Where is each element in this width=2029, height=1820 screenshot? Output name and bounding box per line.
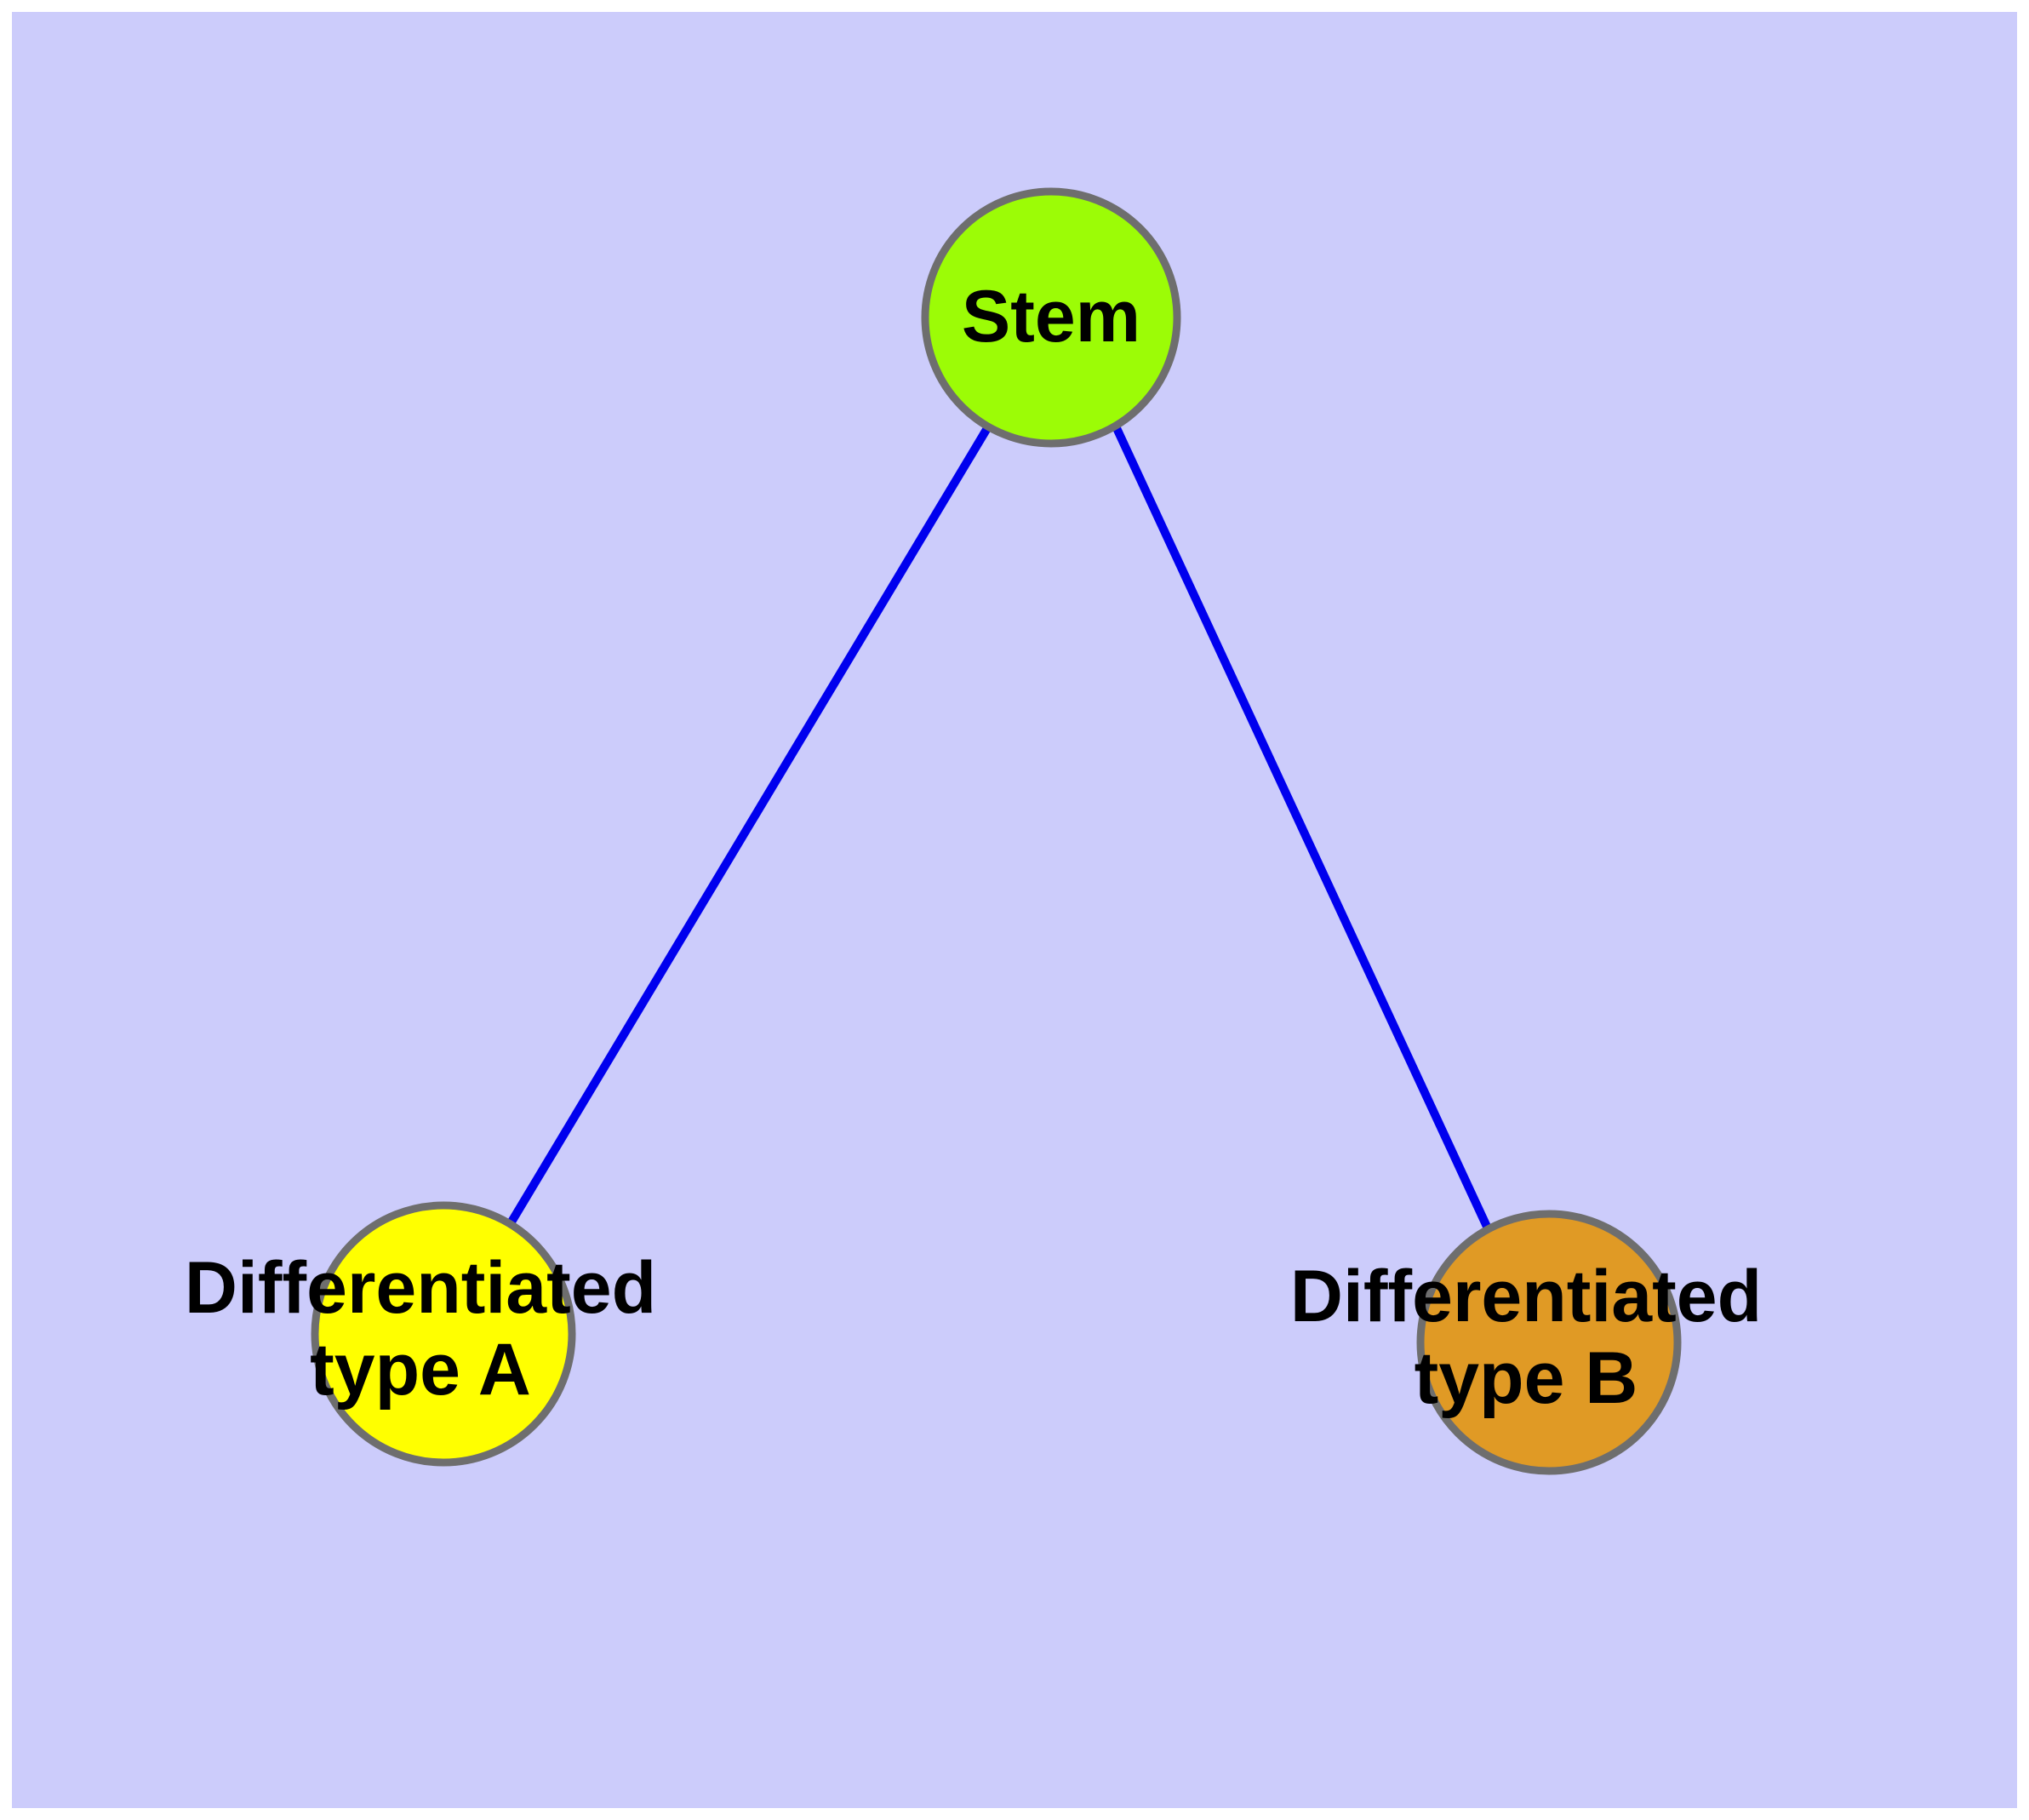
edge-stem-to-differentiated-b[interactable] <box>1112 426 1492 1231</box>
node-stem-label: Stem <box>962 276 1140 358</box>
edge-stem-to-differentiated-a[interactable] <box>506 426 992 1226</box>
node-label-line: Differentiated <box>185 1247 656 1329</box>
node-differentiated-type-b-circle[interactable] <box>1416 1210 1682 1475</box>
node-label-line: type B <box>1415 1337 1638 1419</box>
node-differentiated-type-a-circle[interactable] <box>311 1201 576 1467</box>
node-stem-circle[interactable] <box>921 187 1181 448</box>
node-label-line: Differentiated <box>1290 1256 1762 1337</box>
edges-layer <box>506 426 1492 1231</box>
node-stem[interactable]: Stem <box>921 187 1181 448</box>
node-label-line: Stem <box>962 276 1140 358</box>
node-label-line: type A <box>310 1329 531 1411</box>
